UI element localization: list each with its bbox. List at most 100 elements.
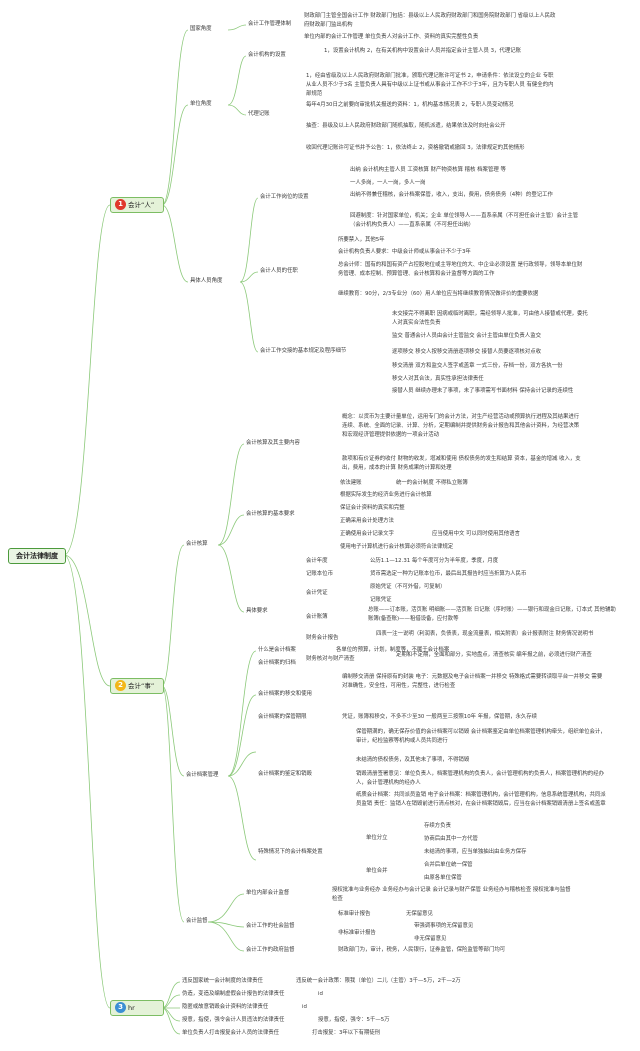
leaf-text: 存续方负责 — [424, 823, 451, 829]
node-accounting-checking[interactable]: 会计核算 — [186, 541, 208, 547]
leaf-text: 应当使用中文 可以同时使用其他语言 — [432, 531, 520, 537]
node-specific-requirements[interactable]: 具体要求 — [246, 608, 268, 614]
node-handover[interactable]: 会计工作交接的基本规定及程序细节 — [260, 348, 347, 354]
leaf-text: 每年4月30日之前要向审批机关报送的资料：1，机构基本情况表 2，专职人员变动情… — [306, 102, 514, 108]
leaf-text: 监交 普通会计人员由会计主管监交 会计主管由单位负责人监交 — [392, 333, 541, 339]
leaf-text: 带强调事项的无保留意见 — [414, 923, 474, 929]
node-basic-requirements[interactable]: 会计核算的基本要求 — [246, 511, 295, 517]
node-unit-angle[interactable]: 单位角度 — [190, 101, 212, 107]
leaf-text: 会计机构负责人要求：中级会计师或从事会计不少于3年 — [338, 249, 471, 255]
leaf-text: 一人多岗，一人一岗，多人一岗 — [350, 180, 426, 186]
node-unit-split[interactable]: 单位分立 — [366, 835, 388, 841]
leaf-text: 根据实际发生的经济业务进行会计核算 — [340, 492, 432, 498]
leaf-text: 编制移交清册 保持原有的封装 电子：元数据及电子会计档案一并移交 特殊格式需要转… — [342, 674, 603, 689]
leaf-text: 未结清的债权债务，及其他未了事项，不得销毁 — [356, 757, 470, 763]
leaf-text: 总账——订本账，活页账 明细账——活页账 日记账（序时账）——银行和现金日记账，… — [368, 607, 616, 622]
leaf-text: 非标准审计报告 — [338, 930, 376, 936]
leaf-text: 移交人对其合法，真实性承担法律责任 — [392, 376, 484, 382]
leaf-text: 总会计师：国有的和国有资产占控股地位或主导地位的大、中企业必须设置 是行政领导，… — [338, 262, 583, 277]
leaf-text: 正确使用会计记录文字 — [340, 531, 394, 537]
leaf-text: 公历1.1—12.31 每个年度可分为半年度，季度，月度 — [370, 558, 499, 564]
leaf-text: 概念：以货币为主要计量单位，运用专门的会计方法，对生产经营活动或预算执行进程及其… — [342, 414, 580, 438]
node-liability[interactable]: 单位负责人打击报复会计人员的法律责任 — [182, 1030, 280, 1036]
leaf-text: 授权批准与业务经办 业务经办与会计记录 会计记录与财产保管 业务经办与稽核检查 … — [332, 887, 571, 902]
leaf-text: 逐项移交 移交人按移交清册逐项移交 接替人员要逐项核对点收 — [392, 349, 541, 355]
leaf-text: 定期和不定期，全面和部分，实地盘点，清查核实 编年报之前，必须进行财产清查 — [396, 652, 592, 658]
leaf-text: 移交清册 双方和监交人签字或盖章 一式三份，存档一份，双方各执一份 — [392, 363, 563, 369]
node-financial-report[interactable]: 财务会计报告 — [306, 635, 339, 641]
leaf-text: 统一的会计制度 不得私立账簿 — [396, 480, 468, 486]
node-currency[interactable]: 记账本位币 — [306, 571, 333, 577]
branch-label: hr — [128, 1004, 135, 1012]
node-vouchers[interactable]: 会计凭证 — [306, 590, 328, 596]
leaf-text: 标准审计报告 — [338, 911, 371, 917]
leaf-text: 合并后单位统一保管 — [424, 862, 473, 868]
node-what-is-archive[interactable]: 什么是会计档案 — [258, 647, 296, 653]
leaf-text: 使用电子计算机进行会计核算必须符合法律规定 — [340, 544, 454, 550]
node-personnel-angle[interactable]: 具体人员角度 — [190, 278, 223, 284]
leaf-text: 正确采用会计处理方法 — [340, 518, 394, 524]
leaf-text: 授意，指使，强令：5千—5万 — [318, 1017, 390, 1023]
node-appraisal-destruction[interactable]: 会计档案的鉴定和销毁 — [258, 771, 312, 777]
leaf-text: 1，经由省级及以上人民政府财政部门批准，颁取代理记账许可证书 2，申请条件：依法… — [306, 73, 554, 97]
node-property-check[interactable]: 财务核对与财产清查 — [306, 656, 355, 662]
node-liability[interactable]: 授意，指使，强令会计人员违法的法律责任 — [182, 1017, 285, 1023]
node-special-cases[interactable]: 特殊情况下的会计档案处置 — [258, 849, 323, 855]
leaf-text: 打击报复：3年以下有期徒刑 — [312, 1030, 381, 1036]
node-supervision[interactable]: 会计监督 — [186, 918, 208, 924]
leaf-text: 四表一注一说明（利润表，负债表，现金流量表，相关附表）会计报表附注 财务情况说明… — [376, 631, 594, 637]
node-retention-period[interactable]: 会计档案的保管期限 — [258, 714, 307, 720]
leaf-text: 凭证，账簿和移交，不多不少至30 一般两至三按照10年 年报，保管期，永久存续 — [342, 714, 538, 720]
leaf-text: 未交接完不得离职 因病或临时离职，需经领导人批准，可由他人接替或代理，委托人对真… — [392, 311, 588, 326]
node-internal-supervision[interactable]: 单位内部会计监督 — [246, 890, 290, 896]
leaf-text: id — [318, 991, 323, 997]
branch-label: 会计“人” — [128, 201, 155, 209]
leaf-text: 销毁清册签署意见：单位负责人，档案管理机构的负责人，会计管理机构的负责人，档案管… — [356, 771, 604, 786]
leaf-text: 违反统一会计政策：限我（单位）二儿（主管）3千—5万，2千—2万 — [296, 978, 461, 984]
leaf-text: 各单位的预算，计划，制度等，不属于会计档案 — [336, 647, 450, 653]
leaf-text: 协商后由其中一方代管 — [424, 836, 478, 842]
leaf-text: 出纳 会计机构主管人员 工资核算 财产物资核算 稽核 档案管理 等 — [350, 167, 506, 173]
node-unit-merge[interactable]: 单位合并 — [366, 868, 388, 874]
leaf-text: id — [302, 1004, 307, 1010]
leaf-text: 保证会计资料的真实和完整 — [340, 505, 405, 511]
node-checking-content[interactable]: 会计核算及其主要内容 — [246, 440, 300, 446]
node-post-setup[interactable]: 会计工作岗位的设置 — [260, 194, 309, 200]
leaf-text: 1，设置会计机构 2，在有关机构中设置会计人员并指定会计主管人员 3，代理记账 — [324, 48, 521, 54]
root-node[interactable]: 会计法律制度 — [8, 548, 66, 564]
leaf-text: 纸质会计档案：共同派员监销 电子会计档案：档案管理机构，会计管理机构，信息系统管… — [356, 792, 606, 807]
node-government-supervision[interactable]: 会计工作的政府监督 — [246, 947, 295, 953]
node-liability[interactable]: 隐匿或故意销毁会计资料的法律责任 — [182, 1004, 269, 1010]
node-national-angle[interactable]: 国家角度 — [190, 26, 212, 32]
leaf-text: 原始凭证（不可外借，可复制） — [370, 584, 446, 590]
leaf-text: 财政部门主管全国会计工作 财政部门包括：县级以上人民政府财政部门和国务院财政部门… — [304, 13, 556, 28]
leaf-text: 单位内部的会计工作管理 单位负责人对会计工作、资料的真实完整性负责 — [304, 34, 479, 40]
leaf-text: 财政部门为，审计，税务，人民银行，证券监管，保险监管等部门均可 — [338, 947, 506, 953]
node-archive-transfer[interactable]: 会计档案的移交和使用 — [258, 691, 312, 697]
node-appointment[interactable]: 会计人员的任职 — [260, 268, 298, 274]
node-fiscal-year[interactable]: 会计年度 — [306, 558, 328, 564]
leaf-text: 出纳不得兼任稽核，会计档案保管，收入，支出，费用，债务债务（4种）的登记工作 — [350, 192, 553, 198]
leaf-text: 保管期满的，确无保存价值的会计档案可以销毁 会计档案鉴定由单位档案管理机构牵头，… — [356, 729, 606, 744]
number-badge: 1 — [115, 199, 126, 210]
leaf-text: 接替人员 继续办理未了事项，未了事项需写书面材料 保持会计记录的连续性 — [392, 388, 574, 394]
node-archive-management[interactable]: 会计档案管理 — [186, 772, 219, 778]
node-agency-setup[interactable]: 会计机构的设置 — [248, 52, 286, 58]
leaf-text: 依法建账 — [340, 480, 362, 486]
leaf-text: 货币需选定一种为记账本位币，最后出其报告时应当折算为人民币 — [370, 571, 527, 577]
node-archiving[interactable]: 会计档案的归档 — [258, 660, 296, 666]
node-management-system[interactable]: 会计工作管理体制 — [248, 21, 292, 27]
leaf-text: 由原各单位保管 — [424, 875, 462, 881]
node-bookkeeping-agency[interactable]: 代理记账 — [248, 111, 270, 117]
node-ledgers[interactable]: 会计账簿 — [306, 614, 328, 620]
branch-label: 会计“事” — [128, 682, 155, 690]
leaf-text: 收回代理记账许可证书并予公告：1，依法终止 2，资格撤销或撤回 3，法律规定的其… — [306, 145, 525, 151]
node-liability[interactable]: 伪造，变造及编制虚假会计报告的法律责任 — [182, 991, 285, 997]
node-liability[interactable]: 违反国家统一会计制度的法律责任 — [182, 978, 263, 984]
node-social-supervision[interactable]: 会计工作的社会监督 — [246, 923, 295, 929]
leaf-text: 非无保留意见 — [414, 936, 447, 942]
